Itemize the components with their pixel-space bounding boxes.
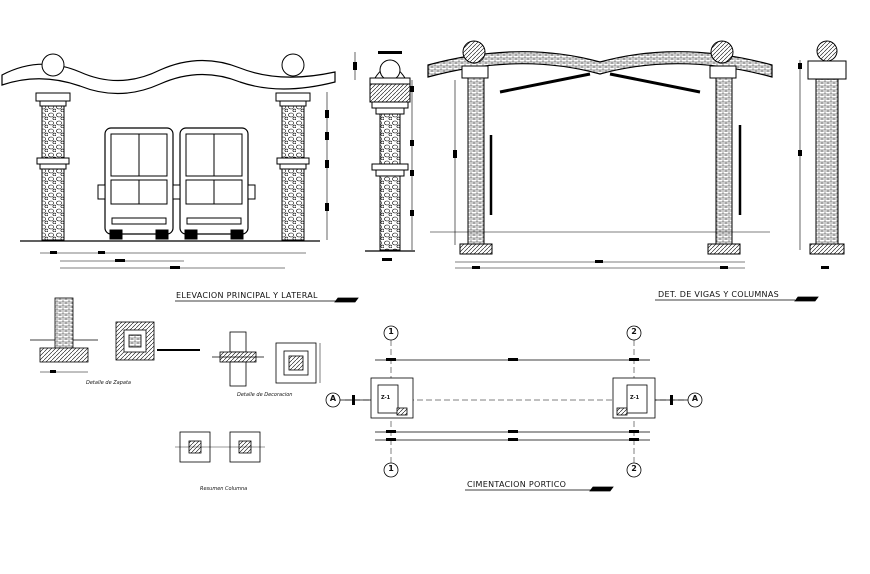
foundation-plan <box>325 325 703 478</box>
decoration-detail <box>212 331 321 387</box>
portal-sphere-right <box>710 40 734 64</box>
portal-top-beam <box>427 51 773 78</box>
side-beam-section <box>369 83 411 103</box>
title-underlines <box>175 296 819 492</box>
stone-column-right <box>281 105 305 159</box>
column-side-section <box>798 40 847 269</box>
grid-label-2-bottom: 2 <box>631 464 637 473</box>
side-elevation <box>353 51 415 261</box>
bus-front-left <box>97 127 181 240</box>
caption-decoration: Detalle de Decoracion <box>237 392 293 398</box>
grid-bubble-1-bottom <box>383 462 399 478</box>
main-elevation <box>1 53 336 269</box>
title-elevation: ELEVACION PRINCIPAL Y LATERAL <box>176 291 318 300</box>
finial-sphere-right <box>281 53 305 77</box>
stone-column-left <box>41 105 65 159</box>
grid-label-1-top: 1 <box>388 327 394 336</box>
title-foundation: CIMENTACION PORTICO <box>467 480 567 489</box>
portal-sphere-left <box>462 40 486 64</box>
tag-footing-right: Z-1 <box>630 395 640 401</box>
column-summary <box>175 431 265 463</box>
finial-sphere-left <box>41 53 65 77</box>
grid-label-a-left: A <box>329 394 337 403</box>
portal-column-right <box>715 77 733 245</box>
grid-bubble-2-top <box>626 325 642 341</box>
caption-column-summary: Resumen Columna <box>200 486 248 492</box>
grid-bubble-a-left <box>325 392 341 408</box>
footing-plan <box>115 321 200 361</box>
canopy-beam <box>1 59 336 95</box>
grid-bubble-2-bottom <box>626 462 642 478</box>
bus-front-right <box>172 127 256 240</box>
portal-column-left <box>467 77 485 245</box>
tag-footing-left: Z-1 <box>381 395 391 401</box>
title-beams-columns: DET. DE VIGAS Y COLUMNAS <box>658 290 779 299</box>
grid-label-1-bottom: 1 <box>388 464 394 473</box>
footing-detail <box>30 297 98 373</box>
grid-bubble-a-right <box>687 392 703 408</box>
grid-label-a-right: A <box>691 394 699 403</box>
grid-bubble-1-top <box>383 325 399 341</box>
beams-columns-detail <box>427 40 773 269</box>
grid-label-2-top: 2 <box>631 327 637 336</box>
caption-footing: Detalle de Zapata <box>86 380 131 386</box>
